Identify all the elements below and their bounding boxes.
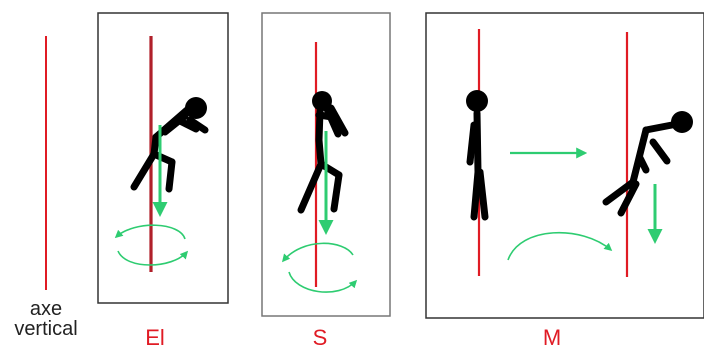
legend-axe-label: axe xyxy=(29,298,63,320)
panel-el-rotation-arrow-top xyxy=(114,224,186,240)
panel-el-rotation-arrow-bottom xyxy=(117,250,189,266)
panel-m-standing-figure xyxy=(466,90,489,221)
panel-el-figure xyxy=(130,97,209,193)
legend-vertical-label: vertical xyxy=(14,318,78,340)
panel-m-frame xyxy=(425,12,704,319)
panel-s-figure xyxy=(297,91,349,214)
panel-m-label: M xyxy=(542,325,562,350)
panel-s-label: S xyxy=(312,325,328,350)
panel-el-label: El xyxy=(145,325,165,350)
panel-s-rotation-arrow-top xyxy=(281,242,354,263)
panel-s-rotation-arrow-bottom xyxy=(288,271,358,293)
panel-s-frame xyxy=(261,12,391,317)
panel-m-curved-arrow xyxy=(507,231,613,261)
panel-m-falling-figure xyxy=(602,111,693,217)
panel-el-frame xyxy=(97,12,229,304)
